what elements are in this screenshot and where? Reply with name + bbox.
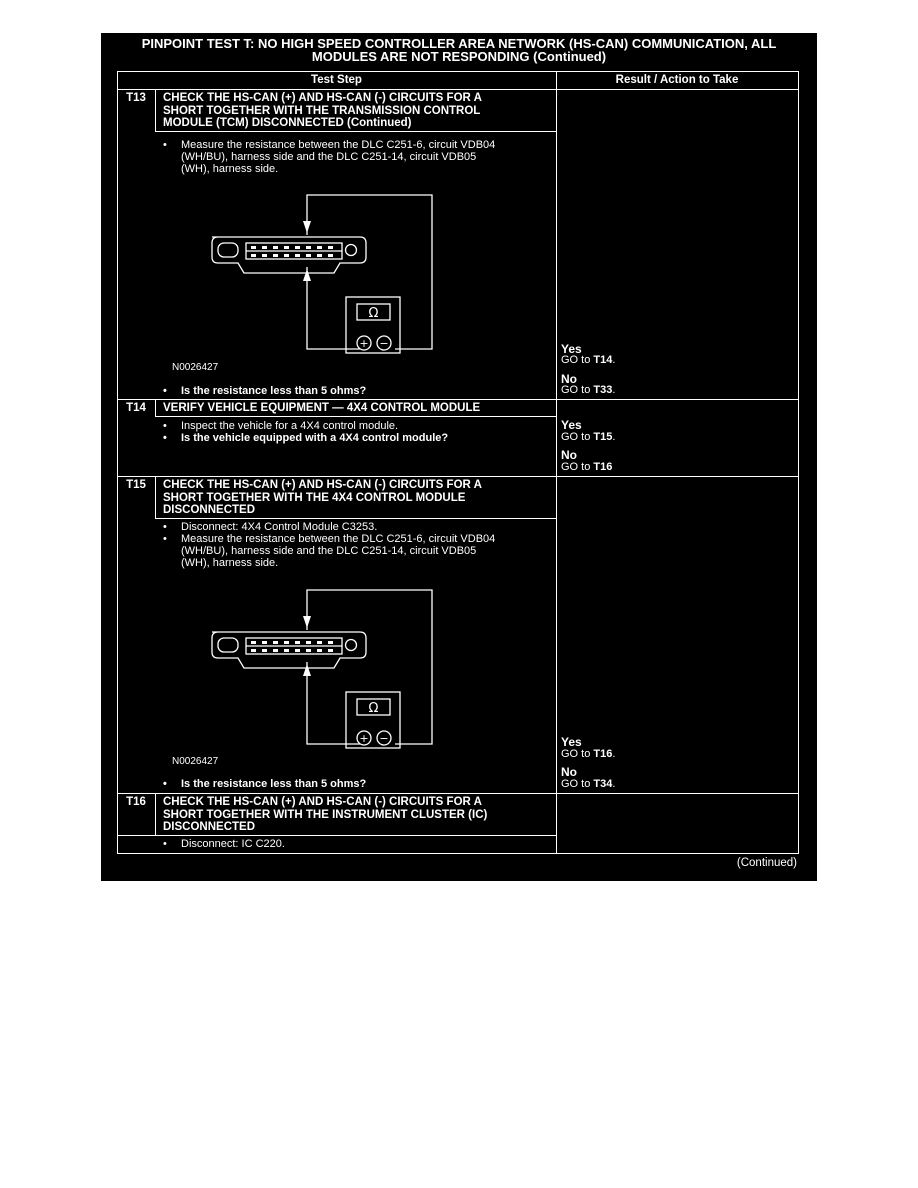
link-t34[interactable]: T34 <box>593 778 613 790</box>
plus-terminal: + <box>359 732 368 745</box>
step-id-t13: T13 <box>126 92 146 104</box>
dlc-connector <box>211 236 367 274</box>
step-id-t16: T16 <box>126 796 146 808</box>
table-border-top <box>117 71 798 72</box>
t15-question: • Is the resistance less than 5 ohms? <box>163 778 367 790</box>
bullet: • <box>163 385 167 397</box>
step-id-t14: T14 <box>126 402 146 414</box>
minus-terminal: − <box>379 732 388 745</box>
t13-no-label: No <box>561 372 577 386</box>
bullet: • <box>163 521 167 533</box>
bullet: • <box>163 778 167 790</box>
id-divider-t13 <box>155 89 156 131</box>
row-divider-t16 <box>117 793 798 794</box>
t15-no-label: No <box>561 765 577 779</box>
document-page: PINPOINT TEST T: NO HIGH SPEED CONTROLLE… <box>101 33 817 881</box>
id-divider-t14 <box>155 399 156 416</box>
step-title-t13: CHECK THE HS-CAN (+) AND HS-CAN (-) CIRC… <box>163 92 482 129</box>
ohm-symbol: Ω <box>369 306 379 321</box>
step-id-t15: T15 <box>126 479 146 491</box>
step-title-t14: VERIFY VEHICLE EQUIPMENT — 4X4 CONTROL M… <box>163 402 481 414</box>
t13-yes-action: GO to T14. <box>561 354 616 366</box>
table-border-right <box>798 71 799 854</box>
dlc-ohmmeter-diagram-t15: Ω + − <box>211 589 433 749</box>
bullet: • <box>163 838 167 850</box>
bullet: • <box>163 420 167 432</box>
dlc-connector <box>211 631 367 669</box>
t15-title-divider <box>155 518 556 519</box>
ohmmeter <box>345 691 401 749</box>
table-border-bottom <box>117 853 798 854</box>
id-divider-t15 <box>155 476 156 518</box>
t16-title-divider <box>117 835 556 836</box>
ohmmeter <box>345 296 401 354</box>
bullet: • <box>163 432 167 444</box>
ohm-symbol: Ω <box>369 701 379 716</box>
meter-leads <box>306 194 433 350</box>
dlc-pins <box>251 641 333 652</box>
t13-yes-label: Yes <box>561 342 582 356</box>
column-divider <box>556 71 557 854</box>
t15-no-action: GO to T34. <box>561 778 616 790</box>
link-t16[interactable]: T16 <box>593 748 613 760</box>
probe-arrows <box>303 616 311 676</box>
minus-terminal: − <box>379 337 388 350</box>
bullet: • <box>163 139 167 151</box>
id-divider-t16 <box>155 793 156 835</box>
row-divider-t15 <box>117 476 798 477</box>
bullet: • <box>163 533 167 545</box>
t15-instruction-1: • Disconnect: 4X4 Control Module C3253. <box>163 521 378 533</box>
t13-question: • Is the resistance less than 5 ohms? <box>163 385 367 397</box>
t15-yes-action: GO to T16. <box>561 748 616 760</box>
table-border-left <box>117 71 118 854</box>
page-title: PINPOINT TEST T: NO HIGH SPEED CONTROLLE… <box>141 36 777 64</box>
plus-terminal: + <box>359 337 368 350</box>
t13-no-action: GO to T33. <box>561 384 616 396</box>
link-t16[interactable]: T16 <box>593 461 613 473</box>
link-t33[interactable]: T33 <box>593 384 613 396</box>
t15-instruction-2: • Measure the resistance between the DLC… <box>163 533 496 569</box>
t14-question: • Is the vehicle equipped with a 4X4 con… <box>163 432 449 444</box>
t14-yes-label: Yes <box>561 418 582 432</box>
step-title-t16: CHECK THE HS-CAN (+) AND HS-CAN (-) CIRC… <box>163 796 488 833</box>
figure-id-t15: N0026427 <box>172 756 219 767</box>
continued-note: (Continued) <box>736 857 797 869</box>
link-t15[interactable]: T15 <box>593 431 613 443</box>
figure-id-t13: N0026427 <box>172 362 219 373</box>
t13-instruction: • Measure the resistance between the DLC… <box>163 139 496 175</box>
t13-title-divider <box>155 131 556 132</box>
header-result: Result / Action to Take <box>615 74 739 86</box>
dlc-ohmmeter-diagram-t13: Ω + − <box>211 194 433 354</box>
t16-instruction: • Disconnect: IC C220. <box>163 838 285 850</box>
t14-title-divider <box>155 416 556 417</box>
t14-no-label: No <box>561 448 577 462</box>
t14-no-action: GO to T16 <box>561 461 613 473</box>
t14-yes-action: GO to T15. <box>561 431 616 443</box>
meter-leads <box>306 589 433 745</box>
probe-arrows <box>303 221 311 281</box>
step-title-t15: CHECK THE HS-CAN (+) AND HS-CAN (-) CIRC… <box>163 479 482 516</box>
t15-yes-label: Yes <box>561 735 582 749</box>
t14-instruction: • Inspect the vehicle for a 4X4 control … <box>163 420 399 432</box>
header-divider <box>117 89 798 90</box>
link-t14[interactable]: T14 <box>593 354 613 366</box>
dlc-pins <box>251 246 333 257</box>
row-divider-t14 <box>117 399 798 400</box>
header-test-step: Test Step <box>311 74 362 86</box>
